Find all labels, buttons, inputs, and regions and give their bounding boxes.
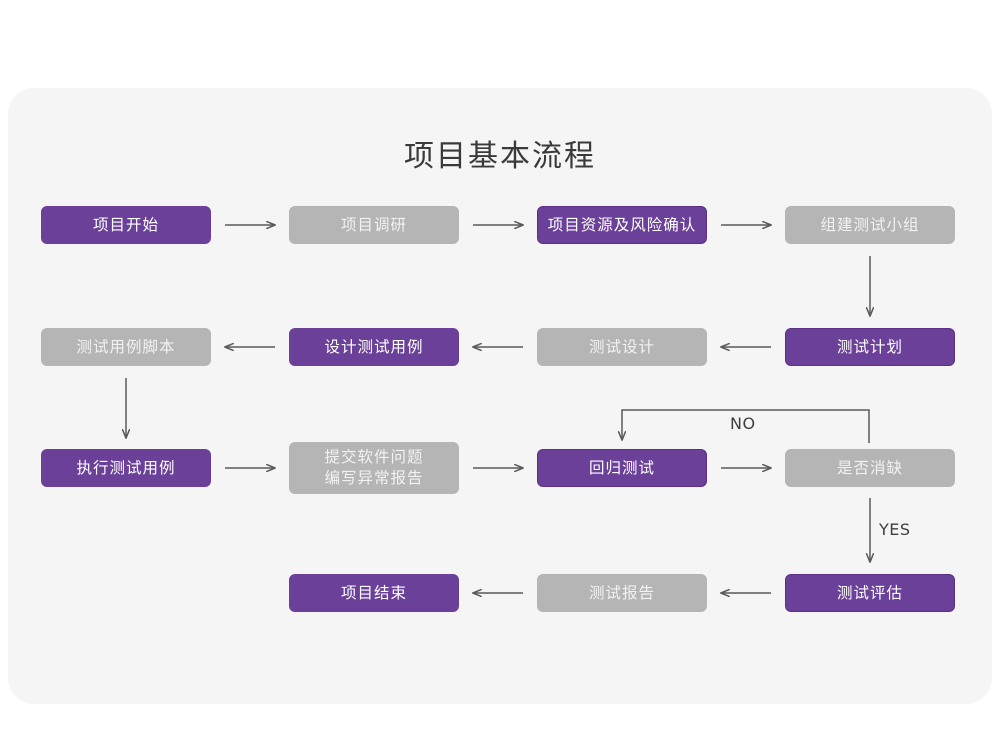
flow-node-n4[interactable]: 组建测试小组	[785, 206, 955, 244]
flow-node-n14[interactable]: 测试报告	[537, 574, 707, 612]
flow-node-n6[interactable]: 设计测试用例	[289, 328, 459, 366]
flow-node-n1[interactable]: 项目开始	[41, 206, 211, 244]
flow-node-n10[interactable]: 提交软件问题 编写异常报告	[289, 442, 459, 494]
flow-node-n12[interactable]: 是否消缺	[785, 449, 955, 487]
flow-node-n8[interactable]: 测试计划	[785, 328, 955, 366]
edge-label-yes: YES	[879, 520, 911, 539]
flow-node-n9[interactable]: 执行测试用例	[41, 449, 211, 487]
flow-node-n15[interactable]: 测试评估	[785, 574, 955, 612]
flow-node-n11[interactable]: 回归测试	[537, 449, 707, 487]
flow-node-n3[interactable]: 项目资源及风险确认	[537, 206, 707, 244]
page-title: 项目基本流程	[404, 139, 596, 174]
flow-node-n7[interactable]: 测试设计	[537, 328, 707, 366]
flow-node-n2[interactable]: 项目调研	[289, 206, 459, 244]
flow-node-n13[interactable]: 项目结束	[289, 574, 459, 612]
edge-label-no: NO	[730, 414, 756, 433]
flow-node-n5[interactable]: 测试用例脚本	[41, 328, 211, 366]
